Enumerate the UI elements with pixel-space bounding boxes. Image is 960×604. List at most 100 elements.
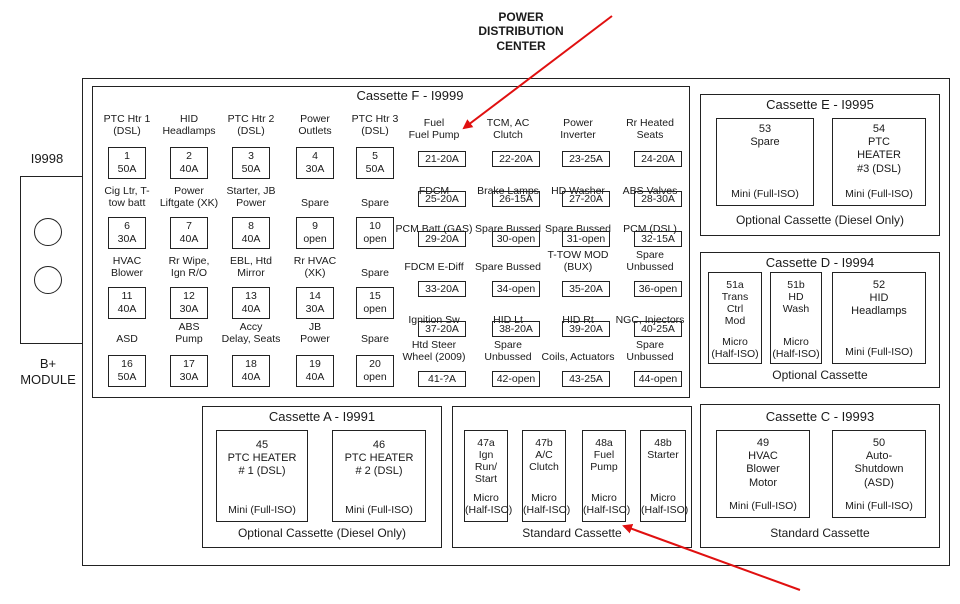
fuse-label-12: Rr Wipe,Ign R/O	[158, 255, 220, 280]
fuse-number: 12	[183, 290, 195, 302]
fuse-number: 2	[186, 150, 192, 162]
mini-fuse-label: Spare Bussed	[464, 250, 552, 274]
b-module-label-2: MODULE	[20, 372, 76, 388]
mini-fuse-label: T-TOW MOD(BUX)	[534, 249, 622, 274]
slot-name-2: Wash	[782, 303, 810, 316]
fuse-number: 14	[309, 290, 321, 302]
arrow-to-fuel-pump	[462, 15, 613, 130]
fuse-label-line2: tow batt	[108, 196, 146, 209]
mini-fuse-label: HID Rt	[534, 303, 622, 327]
slot-name-2: Shutdown	[854, 463, 904, 476]
fuse-label-line2: Spare	[360, 333, 390, 345]
fuse-label-line1: Power	[174, 185, 204, 197]
mini-fuse-31: 31-open	[562, 231, 610, 247]
slot-n: 48a	[595, 437, 613, 449]
mini-fuse-label-line2: HID Rt	[562, 314, 594, 326]
fuse-label-line2: Spare	[360, 197, 390, 209]
slot-name-2: Headlamps	[851, 305, 907, 318]
fuse-label-line1: PTC Htr 2	[227, 113, 275, 125]
slot-type: Mini (Full-ISO)	[228, 504, 296, 516]
fuse-rating: open	[363, 303, 387, 315]
slot-name-1: Auto-	[865, 450, 893, 463]
cassette-f-title: Cassette F - I9999	[356, 88, 464, 103]
mini-fuse-label-line2: Spare Bussed	[475, 223, 541, 235]
mini-fuse-label-line2: HID Lt	[493, 314, 523, 326]
fuse-label-line2: Ign R/O	[170, 266, 208, 279]
mini-fuse-21: 21-20A	[418, 151, 466, 167]
mini-fuse-23: 23-25A	[562, 151, 610, 167]
cassette-a-slot-46: 46 PTC HEATER # 2 (DSL) Mini (Full-ISO)	[332, 430, 426, 522]
mini-fuse-35: 35-20A	[562, 281, 610, 297]
fuse-number: 19	[309, 358, 321, 370]
mini-fuse-label: Coils, Actuators	[534, 340, 622, 364]
fuse-number: 8	[248, 220, 254, 232]
fuse-rating: 50A	[117, 371, 137, 383]
fuse-number: 11	[121, 290, 133, 302]
mini-fuse-label-line2: Spare Bussed	[475, 261, 541, 273]
slot-type-2: (Half-ISO)	[772, 347, 820, 360]
slot-type: Micro(Half-ISO)	[641, 492, 688, 517]
cassette-e-slot-53: 53 Spare Mini (Full-ISO)	[716, 118, 814, 206]
fuse-number: 13	[245, 290, 257, 302]
cassette-d-footer: Optional Cassette	[772, 368, 868, 382]
slot-number: 51b	[787, 279, 805, 291]
slot-type-t2: (Half-ISO)	[465, 503, 513, 516]
fuse-number: 3	[248, 150, 254, 162]
cassette-a-slot-45: 45 PTC HEATER # 1 (DSL) Mini (Full-ISO)	[216, 430, 308, 522]
slot-type: Mini (Full-ISO)	[345, 504, 413, 516]
fuse-rating: open	[363, 371, 387, 383]
mini-fuse-label-line2: Spare Bussed	[545, 223, 611, 235]
mini-fuse-label-line2: Clutch	[493, 128, 523, 141]
cassette-b-footer: Standard Cassette	[522, 526, 622, 540]
mini-fuse-40: 40-25A	[634, 321, 682, 337]
fuse-label-line1: PTC Htr 3	[351, 113, 399, 125]
slot-type: Micro(Half-ISO)	[465, 492, 513, 517]
fuse-label-line1: JB	[308, 321, 322, 333]
fuse-label-line1: HVAC	[112, 255, 142, 267]
slot-name-1: Trans	[721, 291, 749, 304]
cassette-e-slot-54: 54 PTC HEATER #3 (DSL) Mini (Full-ISO)	[832, 118, 926, 206]
cassette-d-title: Cassette D - I9994	[765, 255, 875, 270]
fuse-rating: 50A	[117, 163, 137, 175]
fuse-label-line1: Rr HVAC	[293, 255, 337, 267]
fuse-label-line2: Liftgate (XK)	[159, 196, 219, 209]
slot-l1: A/C	[535, 449, 553, 462]
mini-fuse-label: Spare Bussed	[464, 212, 552, 236]
cassette-d-slot-52: 52 HID Headlamps Mini (Full-ISO)	[832, 272, 926, 364]
mini-fuse-label-line2: Fuel Pump	[408, 128, 460, 141]
mini-fuse-25: 25-20A	[418, 191, 466, 207]
fuse-number: 15	[369, 290, 381, 302]
mini-fuse-label-line2: FDCM E-Diff	[404, 261, 464, 273]
pdc-title-line2: DISTRIBUTION	[478, 24, 564, 39]
fuse-number: 18	[245, 358, 257, 370]
fuse-label-line2: Outlets	[298, 124, 332, 137]
mini-fuse-26: 26-15A	[492, 191, 540, 207]
slot-name-2: Ctrl	[726, 303, 744, 316]
fuse-label-line2: Delay, Seats	[221, 332, 281, 345]
slot-name-1: HVAC	[748, 450, 778, 463]
fuse-label-line1: Power	[300, 113, 330, 125]
cassette-a-title: Cassette A - I9991	[268, 409, 376, 424]
b-module	[20, 176, 82, 344]
fuse-number: 10	[369, 220, 381, 232]
b-module-label-1: B+	[39, 356, 57, 371]
slot-type: Mini (Full-ISO)	[729, 500, 797, 512]
arrow-to-standard-cassette	[622, 524, 801, 591]
fuse-label-line2: (DSL)	[361, 124, 389, 137]
